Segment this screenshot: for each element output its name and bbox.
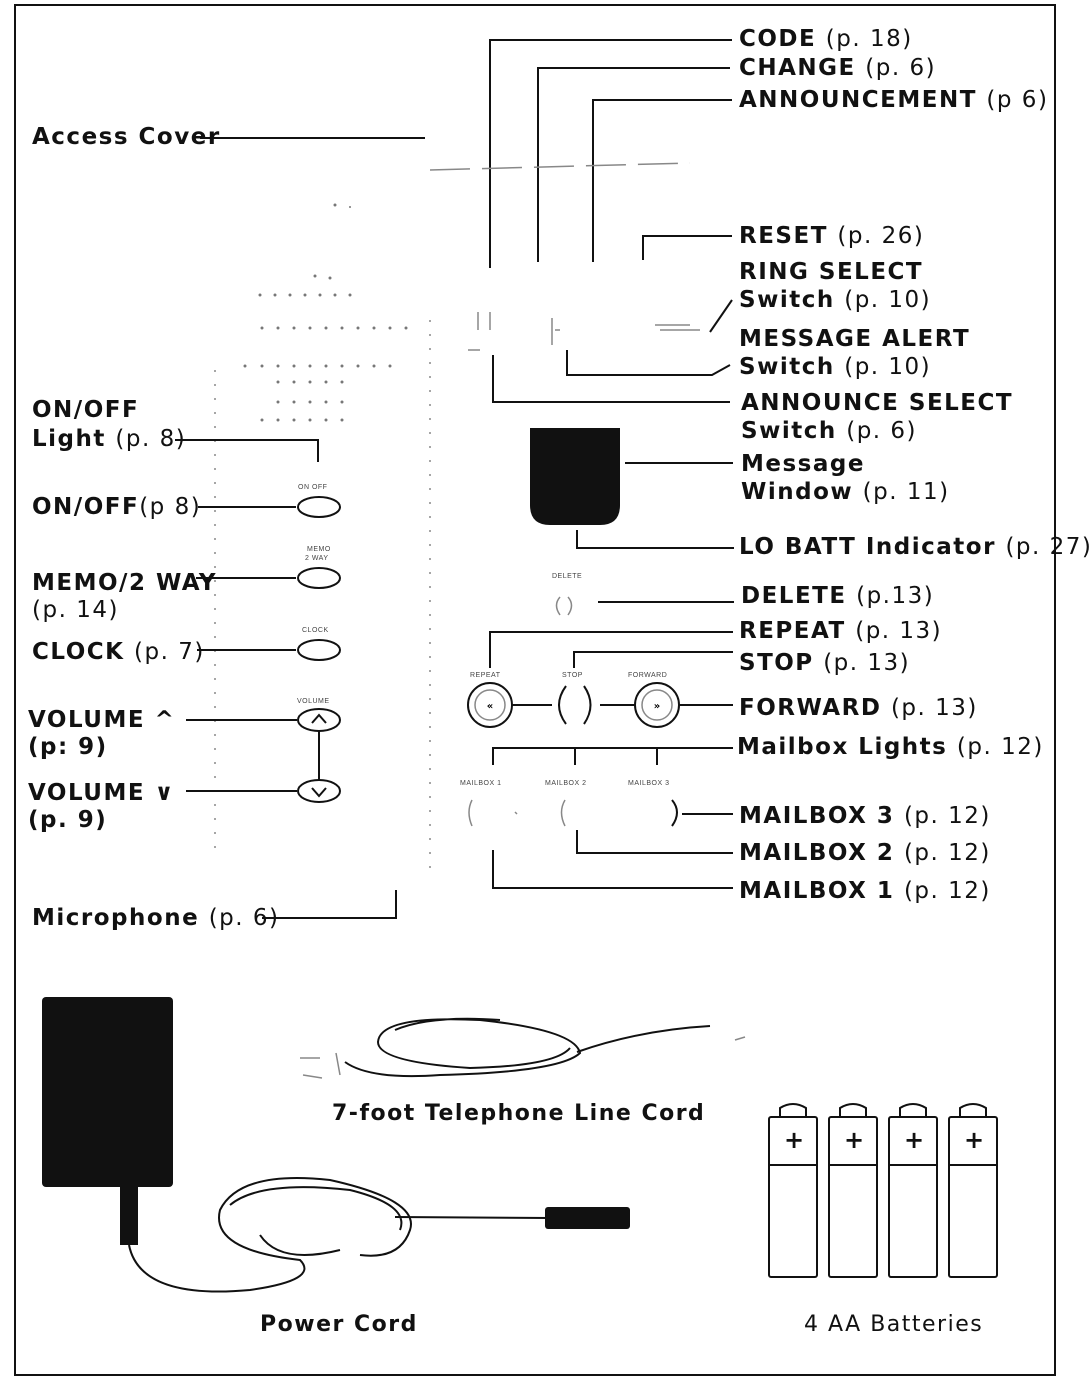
telephone-cord-jack (300, 1052, 341, 1079)
clock-button (297, 639, 341, 661)
marking-stop: STOP (562, 672, 583, 679)
marking-delete: DELETE (552, 573, 583, 580)
ring-select-leader (709, 299, 733, 333)
mailbox3-button (671, 799, 678, 827)
telephone-cord-wire (344, 1017, 711, 1078)
memo-button (297, 567, 341, 589)
battery-4 (948, 1103, 998, 1278)
caption-batteries: 4 AA Batteries (804, 1312, 984, 1337)
label-memo: MEMO/2 WAY (32, 570, 218, 596)
label-mailbox2: MAILBOX 2 (p. 12) (739, 840, 991, 866)
label-delete: DELETE (p.13) (741, 583, 935, 609)
rewind-icon: « (487, 701, 493, 712)
speaker-grille (243, 203, 408, 422)
label-memo-page: (p. 14) (32, 597, 119, 623)
power-cord-wire (128, 1177, 551, 1293)
delete-button-shape (555, 596, 573, 616)
marking-forward: FORWARD (628, 672, 668, 679)
marking-on-off: ON OFF (298, 484, 328, 491)
volume-down-button (297, 779, 341, 803)
onoff-button (297, 496, 341, 518)
label-volume-up-page: (p: 9) (28, 734, 108, 760)
battery-1-plus-icon: + (784, 1126, 806, 1154)
power-cord-plug (545, 1207, 630, 1229)
label-mailbox-lights: Mailbox Lights (p. 12) (737, 734, 1044, 760)
marking-repeat: REPEAT (470, 672, 501, 679)
code-leader (489, 39, 732, 268)
marking-mailbox-3: MAILBOX 3 (628, 780, 670, 787)
reset-leader (642, 235, 732, 260)
power-adapter (42, 997, 173, 1187)
label-ring-select: RING SELECT (739, 259, 924, 285)
caption-power-cord: Power Cord (260, 1312, 418, 1337)
battery-3 (888, 1103, 938, 1278)
label-message-alert: MESSAGE ALERT (739, 326, 971, 352)
label-access-cover: Access Cover (32, 124, 221, 150)
label-message-window: Message (741, 451, 865, 477)
battery-2-plus-icon: + (844, 1126, 866, 1154)
marking-mailbox-2: MAILBOX 2 (545, 780, 587, 787)
label-mailbox1: MAILBOX 1 (p. 12) (739, 878, 991, 904)
battery-2 (828, 1103, 878, 1278)
power-adapter-stem (120, 1187, 138, 1245)
label-reset: RESET (p. 26) (739, 223, 925, 249)
label-ring-select-switch: Switch (p. 10) (739, 287, 932, 313)
label-clock: CLOCK (p. 7) (32, 639, 205, 665)
label-lo-batt: LO BATT Indicator (p. 27) (739, 534, 1092, 560)
lo-batt-leader (576, 530, 734, 549)
label-announce-select-switch: Switch (p. 6) (741, 418, 918, 444)
marking-two-way: 2 WAY (305, 555, 329, 562)
message-alert-leader (566, 350, 731, 376)
label-repeat: REPEAT (p. 13) (739, 618, 943, 644)
change-leader (537, 67, 730, 262)
battery-3-plus-icon: + (904, 1126, 926, 1154)
announcement-leader (592, 99, 732, 262)
announce-select-switch-shape (468, 312, 491, 351)
stop-button (558, 685, 592, 725)
message-alert-switch-shape (551, 318, 560, 345)
marking-volume: VOLUME (297, 698, 330, 705)
label-message-alert-switch: Switch (p. 10) (739, 354, 932, 380)
label-code: CODE (p. 18) (739, 26, 913, 52)
caption-line-cord: 7-foot Telephone Line Cord (332, 1101, 706, 1126)
battery-1 (768, 1103, 818, 1278)
stop-leader (573, 651, 733, 668)
label-volume-up: VOLUME ^ (28, 707, 176, 733)
mailbox2-button (560, 799, 566, 827)
volume-down-arrow-icon (311, 787, 327, 798)
fast-forward-icon: » (654, 701, 660, 712)
label-change: CHANGE (p. 6) (739, 55, 937, 81)
mailbox1-leader (492, 850, 733, 889)
marking-memo: MEMO (307, 546, 331, 553)
label-volume-down-page: (p. 9) (28, 807, 108, 833)
announce-select-leader (492, 355, 730, 403)
label-announcement: ANNOUNCEMENT (p 6) (739, 87, 1049, 113)
label-message-window-2: Window (p. 11) (741, 479, 950, 505)
mailbox-lights-leader (492, 747, 733, 765)
label-announce-select: ANNOUNCE SELECT (741, 390, 1014, 416)
mailbox2-leader (576, 830, 733, 854)
label-volume-down: VOLUME ∨ (28, 780, 175, 806)
diagram-frame (14, 4, 1056, 1376)
ring-select-switch-shape (655, 324, 700, 331)
onoff-light-leader (175, 439, 319, 462)
label-microphone: Microphone (p. 6) (32, 905, 280, 931)
label-onoff-light: ON/OFF (32, 397, 140, 423)
volume-up-arrow-icon (311, 713, 327, 724)
label-stop: STOP (p. 13) (739, 650, 911, 676)
repeat-leader (489, 631, 733, 668)
mailbox1-button (468, 799, 518, 827)
marking-mailbox-1: MAILBOX 1 (460, 780, 502, 787)
label-onoff: ON/OFF(p 8) (32, 494, 202, 520)
label-forward: FORWARD (p. 13) (739, 695, 978, 721)
access-cover-edge (429, 162, 691, 171)
label-onoff-light-2: Light (p. 8) (32, 426, 187, 452)
volume-up-button (297, 708, 341, 732)
label-mailbox3: MAILBOX 3 (p. 12) (739, 803, 991, 829)
message-window (530, 428, 620, 525)
battery-4-plus-icon: + (964, 1126, 986, 1154)
marking-clock: CLOCK (302, 627, 329, 634)
microphone-leader (262, 890, 397, 919)
